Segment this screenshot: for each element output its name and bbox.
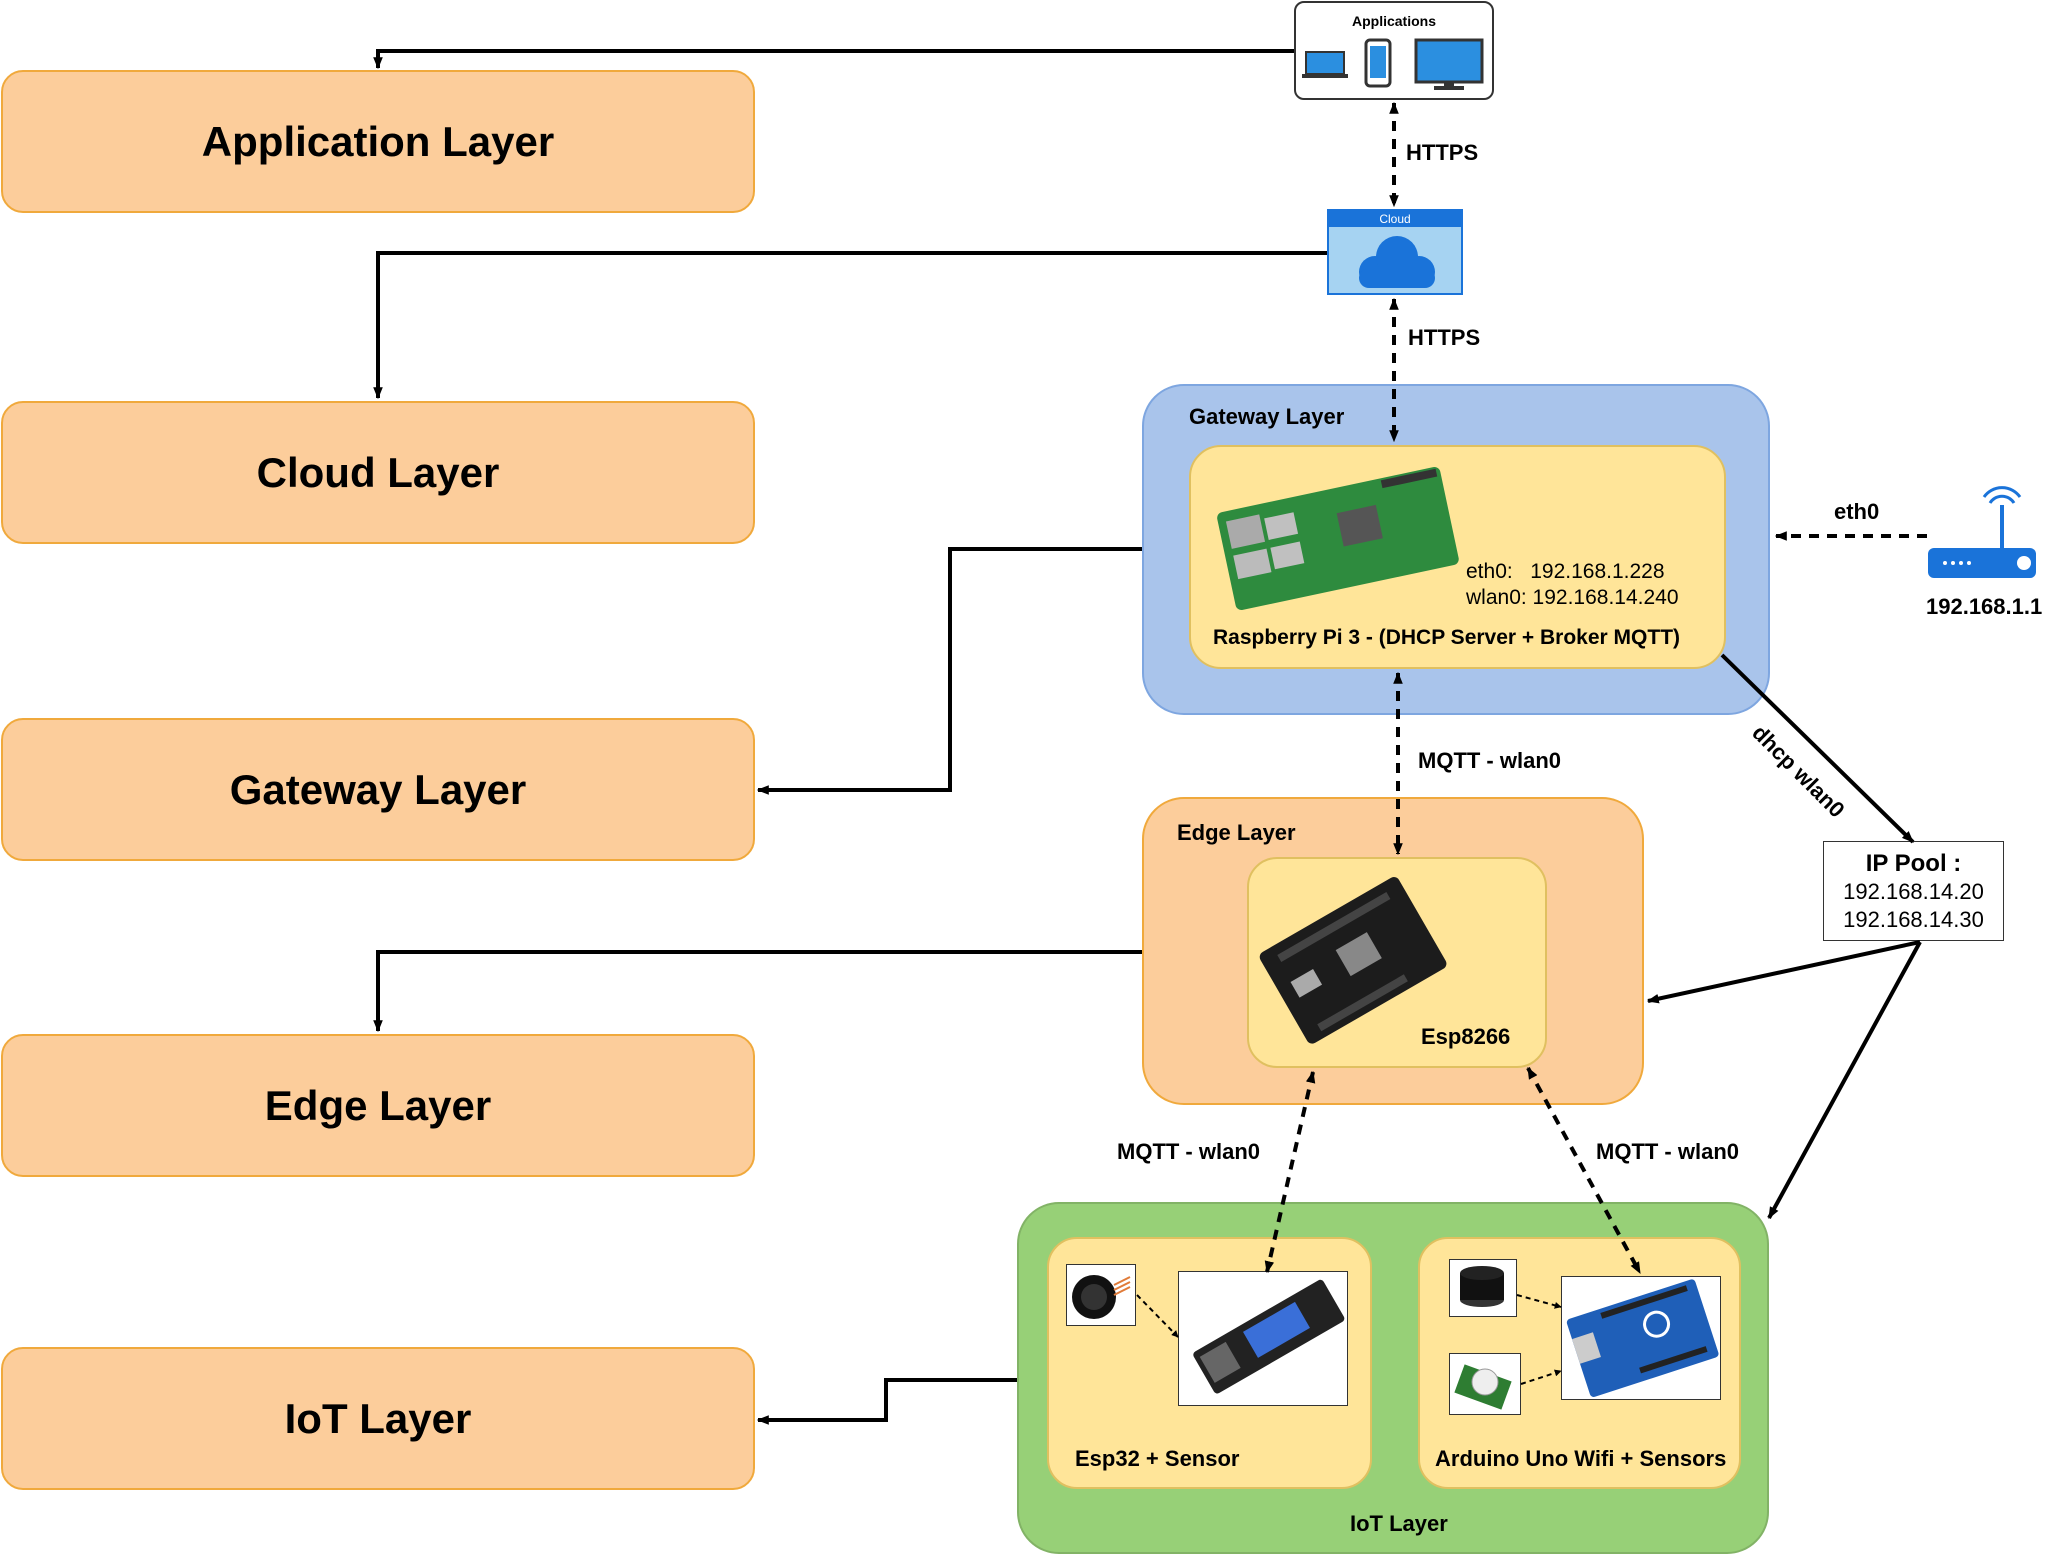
https-top-label: HTTPS <box>1406 140 1479 165</box>
ip-pool-ip1: 192.168.14.20 <box>1843 879 1984 904</box>
edge-to-edge-layer-arrow <box>373 950 1142 1033</box>
ippool-to-iot-arrow <box>1767 941 1922 1220</box>
arduino-sensors-label: Arduino Uno Wifi + Sensors <box>1435 1446 1727 1471</box>
iot-layer-box: IoT Layer <box>1 1347 755 1490</box>
mqtt-gateway-edge-label: MQTT - wlan0 <box>1418 748 1561 773</box>
cloud-layer-label: Cloud Layer <box>256 448 500 496</box>
fingerprint-sensor-image <box>1072 1275 1131 1319</box>
applications-title: Applications <box>1351 13 1436 29</box>
cloud-layer-box: Cloud Layer <box>1 401 755 544</box>
ip-pool-ip2: 192.168.14.30 <box>1843 907 1984 932</box>
cloud-icon <box>1359 236 1435 288</box>
arduino-board-image <box>1566 1279 1719 1397</box>
edge-layer-label: Edge Layer <box>264 1081 492 1129</box>
gateway-to-gateway-layer-arrow <box>756 547 1142 795</box>
buzzer-to-arduino-link <box>1516 1294 1562 1309</box>
raspberry-pi-image <box>1217 467 1459 611</box>
pir-to-arduino-link <box>1520 1369 1562 1385</box>
mqtt-edge-esp32-label: MQTT - wlan0 <box>1117 1139 1260 1164</box>
application-layer-label: Application Layer <box>201 117 555 165</box>
iot-layer-label: IoT Layer <box>284 1394 472 1442</box>
laptop-icon <box>1302 51 1348 78</box>
ip-pool-box: IP Pool : 192.168.14.20 192.168.14.30 <box>1823 841 2004 941</box>
gateway-eth0-ip: eth0: 192.168.1.228 <box>1466 560 1665 583</box>
router-ip-label: 192.168.1.1 <box>1926 594 2043 619</box>
cloud-title-bar: Cloud <box>1329 211 1461 227</box>
gateway-container-title: Gateway Layer <box>1189 404 1345 429</box>
raspberry-pi-label: Raspberry Pi 3 - (DHCP Server + Broker M… <box>1213 626 1681 649</box>
mqtt-edge-arduino-link <box>1526 1066 1642 1275</box>
iot-to-iot-layer-arrow <box>756 1378 1017 1425</box>
applications-to-app-layer-arrow <box>373 49 1294 70</box>
cloud-title: Cloud <box>1379 212 1411 226</box>
eth0-label: eth0 <box>1834 499 1880 524</box>
iot-container-title: IoT Layer <box>1350 1511 1448 1536</box>
ippool-to-edge-arrow <box>1646 940 1921 1004</box>
smartphone-icon <box>1364 38 1392 88</box>
application-layer-box: Application Layer <box>1 70 755 213</box>
edge-container-title: Edge Layer <box>1177 820 1296 845</box>
desktop-monitor-icon <box>1414 38 1484 90</box>
gateway-to-ippool-arrow <box>1720 653 1915 844</box>
esp8266-board-image <box>1259 877 1447 1044</box>
cloud-to-cloud-layer-arrow <box>373 251 1327 400</box>
edge-layer-box: Edge Layer <box>1 1034 755 1177</box>
gateway-wlan0-ip: wlan0: 192.168.14.240 <box>1466 586 1679 609</box>
mqtt-edge-esp32-link <box>1264 1070 1316 1274</box>
buzzer-image <box>1460 1266 1504 1307</box>
esp32-sensor-label: Esp32 + Sensor <box>1075 1446 1240 1471</box>
ip-pool-title: IP Pool : <box>1865 850 1962 877</box>
esp32-board-image <box>1193 1279 1345 1394</box>
gateway-layer-box: Gateway Layer <box>1 718 755 861</box>
mqtt-edge-arduino-label: MQTT - wlan0 <box>1596 1139 1739 1164</box>
router-icon <box>1928 486 2036 578</box>
fingerprint-to-esp32-link <box>1136 1294 1179 1338</box>
https-bottom-label: HTTPS <box>1408 325 1481 350</box>
gateway-layer-label: Gateway Layer <box>229 765 527 813</box>
pir-sensor-image <box>1454 1364 1512 1410</box>
esp8266-label: Esp8266 <box>1421 1024 1511 1049</box>
